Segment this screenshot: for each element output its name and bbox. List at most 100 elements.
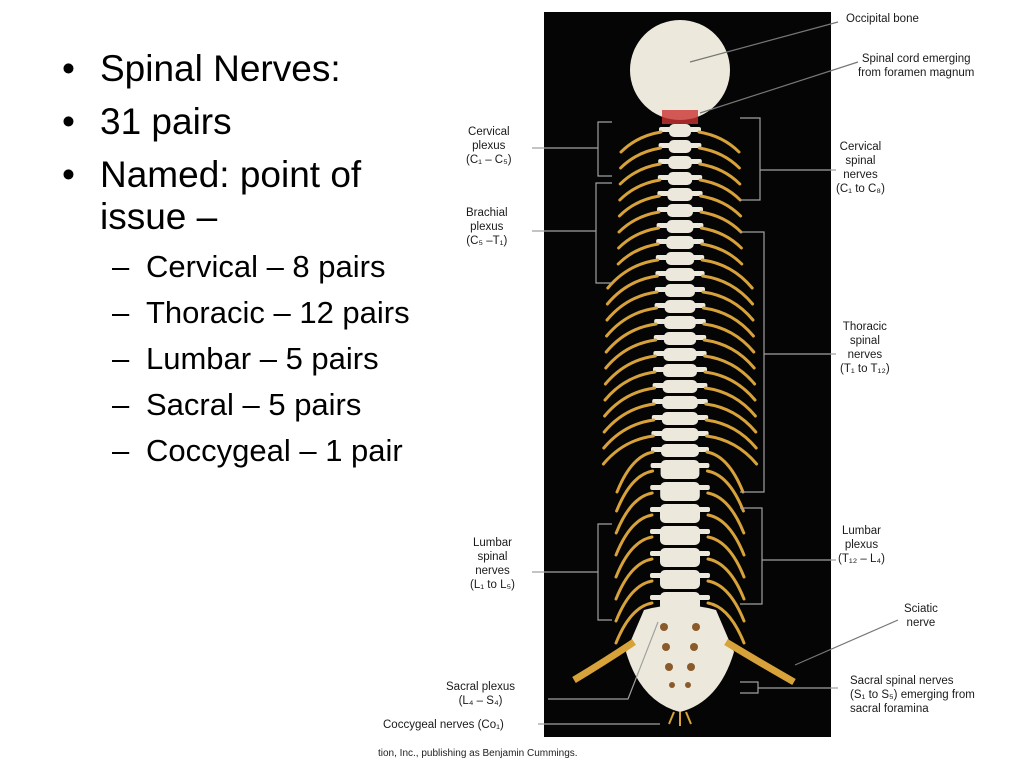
sub-bullet-sacral: –Sacral – 5 pairs (112, 387, 362, 422)
spinal-nerve (614, 557, 654, 601)
transverse-process (651, 447, 709, 452)
sub-bullet-thoracic: –Thoracic – 12 pairs (112, 295, 410, 330)
transverse-process (650, 507, 710, 512)
transverse-process (656, 223, 704, 228)
label-brachial-plexus: Brachial plexus (C₅ –T₁) (466, 207, 508, 247)
image-credit: tion, Inc., publishing as Benjamin Cummi… (378, 748, 578, 759)
spinal-nerve (706, 557, 746, 601)
spinal-nerve (698, 178, 742, 202)
spinal-cord-top (662, 110, 698, 124)
spinal-nerve (700, 258, 754, 290)
spinal-nerve (700, 242, 744, 266)
spinal-nerve (603, 386, 657, 418)
spinal-nerve (614, 535, 654, 579)
spinal-nerve (705, 469, 745, 513)
sub-bullet-dash: – (112, 433, 130, 468)
transverse-process (650, 485, 710, 490)
spinal-nerve (706, 513, 746, 557)
transverse-process (650, 551, 710, 556)
spinal-nerve (701, 290, 755, 322)
spinal-nerve (702, 338, 756, 370)
sacrum-shape (626, 605, 734, 712)
sub-bullet-coccygeal: –Coccygeal – 1 pair (112, 433, 403, 468)
label-sciatic-nerve: Sciatic nerve (904, 603, 938, 629)
transverse-process (653, 351, 707, 356)
spinal-nerve (704, 402, 758, 434)
spinal-nerve (619, 146, 663, 170)
spinal-nerve (619, 130, 663, 154)
bullet-dot: • (62, 48, 75, 89)
spinal-nerve (614, 513, 654, 557)
label-spinal-cord-emerging: Spinal cord emerging from foramen magnum (858, 53, 975, 79)
spinal-nerve (614, 579, 654, 623)
label-cervical-spinal-nerves: Cervical spinal nerves (C₁ to C₈) (836, 141, 885, 195)
spinal-nerve (703, 354, 757, 386)
spinal-nerve (703, 386, 757, 418)
spinal-nerve (697, 146, 741, 170)
spinal-nerve (706, 491, 746, 535)
spinal-nerve (605, 306, 659, 338)
spinal-nerve (603, 354, 657, 386)
spinal-nerves (601, 130, 759, 645)
transverse-process (652, 383, 708, 388)
spinal-nerve (601, 434, 655, 466)
label-sacral-plexus: Sacral plexus (L₄ – S₄) (446, 681, 516, 707)
spinal-nerve (617, 226, 661, 250)
transverse-process (658, 143, 702, 148)
spinal-nerve (705, 434, 759, 466)
label-lumbar-spinal-nerves: Lumbar spinal nerves (L₁ to L₅) (470, 537, 515, 591)
transverse-process (657, 175, 703, 180)
spine-figure (544, 12, 831, 737)
transverse-process (655, 255, 705, 260)
spinal-nerve (699, 194, 743, 218)
spinal-nerve (618, 178, 662, 202)
spinal-nerve (617, 194, 661, 218)
transverse-process (654, 319, 706, 324)
spine-illustration (572, 20, 796, 726)
label-sacral-spinal-nerves: Sacral spinal nerves (S₁ to S₅) emerging… (850, 675, 975, 715)
transverse-process (653, 367, 707, 372)
transverse-process (656, 239, 704, 244)
sciatic-nerve-right (724, 639, 796, 686)
spinal-nerve (701, 306, 755, 338)
spinal-nerve (604, 338, 658, 370)
bullet-named: •Named: point of issue – (62, 154, 362, 237)
spinal-nerve (602, 402, 656, 434)
spinal-nerve (602, 418, 656, 450)
sub-bullet-dash: – (112, 249, 130, 284)
bullet-dot: • (62, 101, 75, 142)
spinal-nerve (618, 162, 662, 186)
spinal-nerve (702, 322, 756, 354)
transverse-process (652, 399, 708, 404)
sub-bullet-dash: – (112, 295, 130, 330)
spinal-nerve (706, 601, 746, 645)
label-coccygeal-nerves: Coccygeal nerves (Co₁) (383, 719, 504, 731)
coccygeal-nerve-strands (668, 711, 692, 726)
sacral-foramina (660, 623, 700, 688)
bullet-dot: • (62, 154, 75, 195)
occipital-bone-shape (630, 20, 730, 120)
spinal-nerve (703, 370, 757, 402)
sub-bullet-lumbar: –Lumbar – 5 pairs (112, 341, 379, 376)
transverse-process (653, 335, 707, 340)
spinal-nerve (705, 450, 745, 494)
transverse-process (650, 573, 710, 578)
spinal-nerve (614, 491, 654, 535)
spinal-nerve (605, 290, 659, 322)
transverse-process (655, 287, 705, 292)
transverse-process (654, 303, 706, 308)
spinal-nerve (605, 274, 659, 306)
transverse-process (651, 431, 709, 436)
bullet-list: •Spinal Nerves: •31 pairs •Named: point … (62, 48, 452, 479)
sub-bullet-dash: – (112, 387, 130, 422)
label-occipital-bone: Occipital bone (846, 13, 919, 25)
spinal-nerve (603, 370, 657, 402)
transverse-process (650, 463, 710, 468)
label-lumbar-plexus: Lumbar plexus (T₁₂ – L₄) (838, 525, 885, 565)
spinal-nerve (615, 469, 655, 513)
spinal-nerve (699, 226, 743, 250)
transverse-process (650, 595, 710, 600)
sub-bullet-dash: – (112, 341, 130, 376)
sciatic-nerve-left (572, 639, 636, 684)
